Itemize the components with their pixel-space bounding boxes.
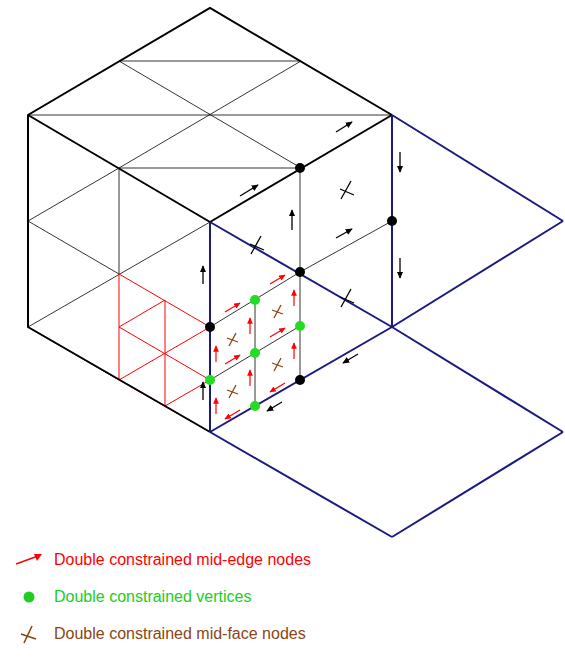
bold-outline <box>28 8 392 432</box>
thin-mesh-lines <box>119 61 301 62</box>
black-edge-arrows <box>343 354 358 363</box>
black-edge-arrows <box>203 122 400 411</box>
black-vertices <box>295 163 305 173</box>
black-edge-arrows <box>202 382 203 400</box>
green-vertices <box>250 348 260 358</box>
mid-face-crosses <box>250 236 264 254</box>
black-edge-arrows <box>399 152 400 172</box>
thin-mesh-lines <box>119 168 300 169</box>
legend-text: Double constrained vertices <box>54 588 251 606</box>
thin-mesh-lines <box>300 168 301 272</box>
navy-element-outline <box>210 115 563 537</box>
legend-row: Double constrained vertices <box>12 584 251 610</box>
red-edge-arrows <box>293 290 294 306</box>
black-edge-arrows <box>202 266 203 284</box>
legend-arrow <box>16 556 38 564</box>
legend-row: Double constrained mid-face nodes <box>12 621 306 647</box>
red-refined-lines <box>165 380 210 406</box>
green-vertices <box>205 295 305 411</box>
red-edge-arrows <box>225 355 240 364</box>
legend-text: Double constrained mid-edge nodes <box>54 551 311 569</box>
thin-mesh-lines <box>28 168 119 221</box>
mid-face-crosses <box>250 181 354 307</box>
black-edge-arrows <box>336 122 352 132</box>
navy-element-outline <box>210 327 392 432</box>
navy-element-outline <box>392 432 563 537</box>
thin-mesh-lines <box>119 61 301 168</box>
green-vertices <box>250 401 260 411</box>
brown-mid-face-crosses <box>272 358 283 371</box>
bold-outline <box>210 115 392 222</box>
black-edge-arrows <box>240 185 258 196</box>
red-edge-arrows <box>270 275 285 284</box>
green-vertices <box>205 375 215 385</box>
green-vertices <box>295 321 305 331</box>
red-edge-arrows <box>216 275 294 419</box>
thin-mesh-lines <box>28 115 392 116</box>
navy-element-outline <box>210 432 392 537</box>
navy-element-outline <box>392 221 563 327</box>
legend-arrowhead <box>34 554 42 561</box>
mid-face-crosses <box>340 289 354 307</box>
red-edge-arrows <box>249 318 250 334</box>
thin-mesh-lines <box>28 221 119 274</box>
black-edge-arrows <box>336 229 352 238</box>
red-edge-arrows <box>225 303 240 312</box>
brown-mid-face-crosses <box>227 385 238 398</box>
red-refined-lines <box>119 300 165 327</box>
black-vertices <box>295 375 305 385</box>
legend-row: Double constrained mid-edge nodes <box>12 547 311 573</box>
bold-outline <box>28 8 392 432</box>
black-vertices <box>205 163 397 385</box>
legend-sample <box>12 622 46 646</box>
legend-sample <box>12 585 46 609</box>
brown-mid-face-crosses <box>272 305 283 318</box>
legend-text: Double constrained mid-face nodes <box>54 625 306 643</box>
navy-element-outline <box>210 222 392 327</box>
red-edge-arrows <box>249 370 250 386</box>
navy-element-outline <box>392 115 563 221</box>
brown-mid-face-crosses <box>227 305 283 398</box>
thin-mesh-lines <box>119 168 120 274</box>
black-vertices <box>205 322 215 332</box>
red-refined-lines <box>119 327 210 380</box>
black-vertices <box>295 267 305 277</box>
thin-mesh-lines <box>210 326 300 380</box>
bold-outline <box>28 115 210 222</box>
navy-element-outline <box>392 327 563 432</box>
green-vertices <box>250 295 260 305</box>
mid-face-crosses <box>340 181 354 199</box>
black-edge-arrows <box>399 258 400 278</box>
legend-cross <box>21 626 36 643</box>
red-edge-arrows <box>215 346 216 362</box>
black-edge-arrows <box>267 402 282 411</box>
red-edge-arrows <box>270 383 285 392</box>
red-edge-arrows <box>225 410 240 419</box>
black-edge-arrows <box>291 210 292 230</box>
legend-dot <box>24 592 35 603</box>
thin-mesh-lines <box>119 61 301 168</box>
red-refined-lines <box>119 327 210 380</box>
black-vertices <box>387 216 397 226</box>
red-edge-arrows <box>215 398 216 414</box>
red-refined-lines <box>119 274 210 432</box>
red-edge-arrows <box>270 328 285 337</box>
red-edge-arrows <box>293 343 294 359</box>
thin-mesh-lines <box>300 221 392 272</box>
legend-sample <box>12 548 46 572</box>
brown-mid-face-crosses <box>227 333 238 346</box>
